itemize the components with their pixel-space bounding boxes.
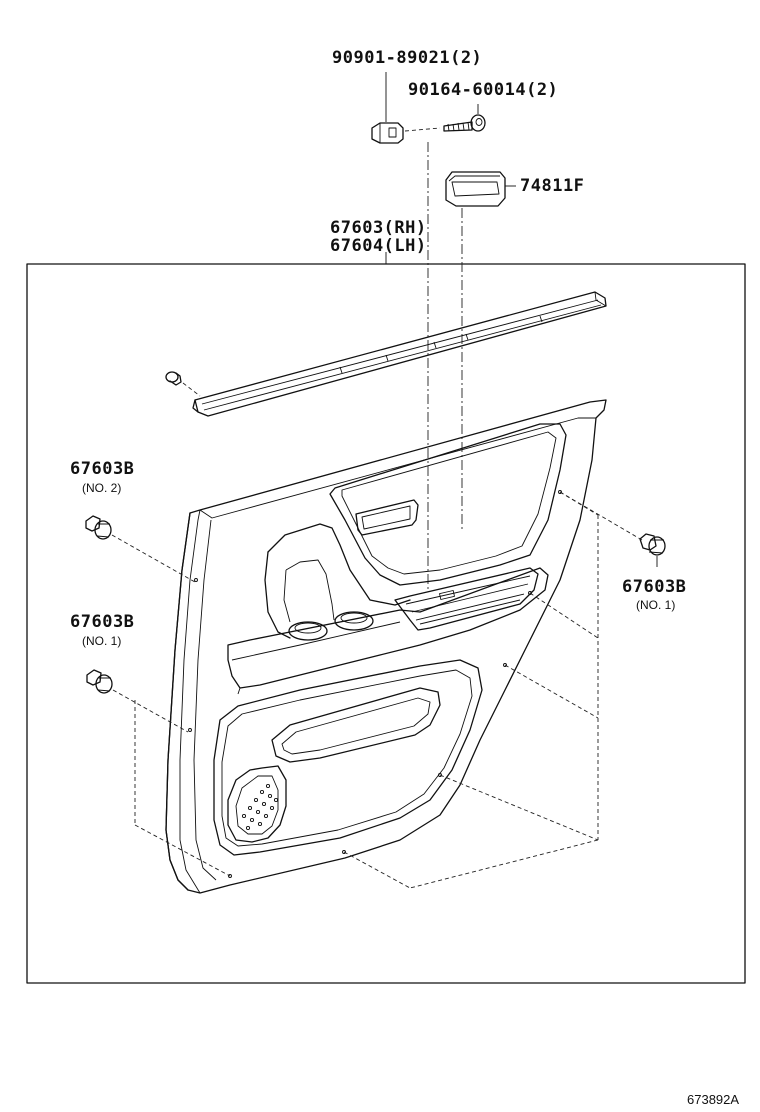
moulding-clip-icon bbox=[165, 371, 182, 386]
label-clip-left-upper: 67603B bbox=[70, 459, 135, 479]
clip-left-upper-icon bbox=[85, 515, 112, 540]
label-cover-74811F: 74811F bbox=[520, 176, 585, 196]
label-clip-right: 67603B bbox=[622, 577, 687, 597]
screw-90164-icon bbox=[443, 104, 486, 132]
label-clip-left-lower: 67603B bbox=[70, 612, 135, 632]
label-clip-90901: 90901-89021(2) bbox=[332, 48, 483, 68]
label-clip-right-no: (NO. 1) bbox=[636, 598, 676, 612]
clip-90901-icon bbox=[371, 72, 404, 144]
belt-moulding bbox=[192, 291, 607, 417]
label-clip-left-upper-no: (NO. 2) bbox=[82, 481, 122, 495]
label-panel-lh: 67604(LH) bbox=[330, 236, 427, 256]
label-panel-rh: 67603(RH) bbox=[330, 218, 427, 238]
label-screw-90164: 90164-60014(2) bbox=[408, 80, 559, 100]
clip-right-icon bbox=[639, 533, 666, 567]
label-clip-left-lower-no: (NO. 1) bbox=[82, 634, 122, 648]
assembly-frame bbox=[26, 263, 746, 984]
diagram-reference-number: 673892A bbox=[687, 1092, 740, 1107]
clip-left-lower-icon bbox=[86, 669, 113, 694]
door-trim-panel bbox=[165, 399, 607, 894]
cover-74811F-icon bbox=[445, 171, 516, 207]
